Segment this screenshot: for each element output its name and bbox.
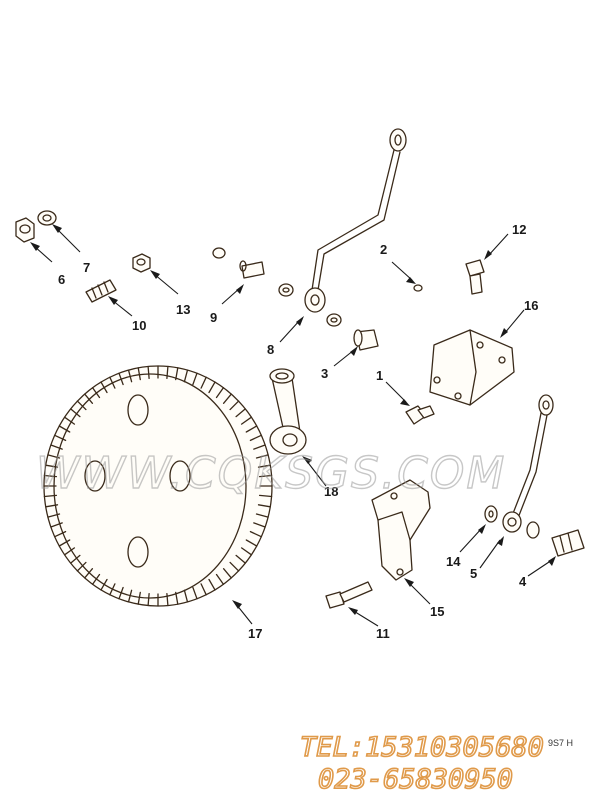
- washer-part-7: [37, 210, 57, 226]
- contact-phone: 023-65830950: [318, 764, 513, 795]
- callout-8: 8: [267, 342, 274, 357]
- washers-part-8: [278, 283, 342, 327]
- callout-6: 6: [58, 272, 65, 287]
- callout-16: 16: [524, 298, 538, 313]
- figure-code: 9S7 H: [548, 738, 573, 748]
- hex-nut-part-6: [15, 217, 35, 243]
- bolt-part-4: [526, 521, 585, 557]
- callout-10: 10: [132, 318, 146, 333]
- callout-1: 1: [376, 368, 383, 383]
- bolt-part-11: [325, 581, 373, 609]
- stud-part-10: [85, 279, 117, 303]
- callout-14: 14: [446, 554, 461, 569]
- callout-labels: 6 7 13 10 9 8 3 2 12 16 1 18 14 5 4 15 1…: [58, 222, 538, 641]
- bolt-part-1: [405, 405, 435, 425]
- oil-line-lower: [502, 394, 554, 533]
- bracket-part-16: [429, 329, 515, 406]
- callout-3: 3: [321, 366, 328, 381]
- leader-lines: [30, 224, 556, 627]
- callout-12: 12: [512, 222, 526, 237]
- contact-tel: TEL:15310305680: [300, 732, 544, 763]
- watermark-text: WWW.CQKSGS.COM: [36, 448, 506, 499]
- support-part-15: [371, 479, 431, 581]
- callout-11: 11: [376, 626, 390, 641]
- callout-2: 2: [380, 242, 387, 257]
- callout-9: 9: [210, 310, 217, 325]
- fitting-part-9: [212, 247, 265, 279]
- callout-5: 5: [470, 566, 477, 581]
- callout-13: 13: [176, 302, 190, 317]
- gear-part-17: [43, 365, 273, 607]
- gear-teeth-lines: [43, 365, 273, 607]
- callout-17: 17: [248, 626, 262, 641]
- oil-line-upper: [304, 128, 407, 313]
- callout-15: 15: [430, 604, 444, 619]
- callout-4: 4: [519, 574, 527, 589]
- washer-part-14: [484, 505, 498, 523]
- o-ring-part-2: [413, 284, 423, 292]
- nut-part-13: [132, 253, 151, 273]
- banjo-bolt-part-3: [353, 329, 379, 351]
- callout-18: 18: [324, 484, 338, 499]
- bolt-part-12: [465, 259, 485, 295]
- callout-7: 7: [83, 260, 90, 275]
- banjo-fitting-part-18: [269, 368, 307, 455]
